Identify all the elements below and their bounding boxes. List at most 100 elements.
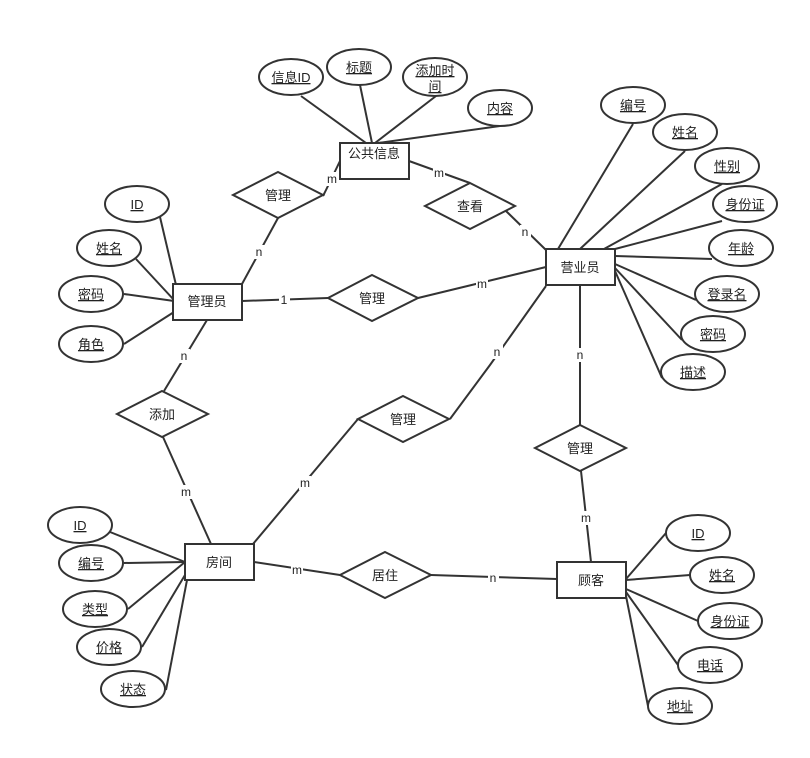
attr-room-type-label: 类型 bbox=[82, 602, 108, 617]
line-info-manage bbox=[322, 160, 341, 197]
line-info-attr-id bbox=[300, 95, 367, 144]
entity-public-info-label-line1: 公共信息 bbox=[348, 146, 400, 161]
line-room-attr-price bbox=[141, 574, 186, 648]
line-clerk-attr-no bbox=[557, 123, 634, 250]
attr-admin-name-label: 姓名 bbox=[96, 241, 122, 256]
card-live-cust: n bbox=[490, 571, 497, 585]
line-admin-attr-name bbox=[135, 258, 175, 301]
attr-admin-pwd[interactable]: 密码 bbox=[58, 275, 124, 313]
card-custmgr-cust: m bbox=[581, 511, 591, 525]
attr-clerk-pwd[interactable]: 密码 bbox=[680, 315, 746, 353]
cardinality-labels: m n m n 1 m n m n m n m m n bbox=[179, 166, 592, 585]
attr-cust-phone-label: 电话 bbox=[697, 658, 723, 673]
rel-customer-live-room-label: 居住 bbox=[372, 568, 398, 583]
attr-room-no-label: 编号 bbox=[78, 556, 104, 571]
attr-admin-role-label: 角色 bbox=[78, 337, 104, 352]
line-clerk-attr-gender bbox=[603, 183, 723, 250]
attr-cust-id[interactable]: ID bbox=[665, 514, 731, 552]
attr-clerk-gender[interactable]: 性别 bbox=[694, 147, 760, 185]
attr-clerk-gender-label: 性别 bbox=[714, 159, 740, 174]
attr-info-id-label: 信息ID bbox=[271, 70, 310, 85]
line-cust-attr-phone bbox=[625, 591, 679, 666]
attr-info-content[interactable]: 内容 bbox=[467, 89, 533, 127]
attr-room-no[interactable]: 编号 bbox=[58, 544, 124, 582]
attr-cust-address-label: 地址 bbox=[667, 699, 693, 714]
line-admin-attr-pwd bbox=[123, 293, 175, 302]
attr-room-price[interactable]: 价格 bbox=[76, 628, 142, 666]
attr-info-time[interactable]: 添加时 间 bbox=[402, 57, 468, 97]
line-clerk-roommgr bbox=[449, 285, 547, 420]
attr-cust-name-label: 姓名 bbox=[709, 568, 735, 583]
card-info-view: m bbox=[434, 166, 444, 180]
line-info-attr-title bbox=[359, 84, 373, 144]
line-clerk-attr-idcard bbox=[614, 220, 723, 250]
rel-clerk-manage-customer[interactable]: 管理 bbox=[532, 423, 629, 473]
attr-cust-idcard[interactable]: 身份证 bbox=[697, 602, 763, 640]
attr-info-title[interactable]: 标题 bbox=[326, 48, 392, 86]
attr-room-status[interactable]: 状态 bbox=[100, 670, 166, 708]
attr-clerk-idcard[interactable]: 身份证 bbox=[712, 185, 778, 223]
rel-clerk-view-info-label: 查看 bbox=[457, 199, 483, 214]
entity-admin-label: 管理员 bbox=[187, 294, 226, 309]
attr-clerk-idcard-label: 身份证 bbox=[725, 197, 764, 212]
attr-clerk-name-label: 姓名 bbox=[672, 125, 698, 140]
line-room-attr-id bbox=[109, 531, 186, 563]
rel-clerk-manage-room[interactable]: 管理 bbox=[355, 394, 452, 444]
entity-admin[interactable]: 管理员 bbox=[172, 283, 243, 321]
card-clerk-custmgr: n bbox=[577, 348, 584, 362]
rel-admin-add-room[interactable]: 添加 bbox=[114, 389, 211, 439]
attr-clerk-login[interactable]: 登录名 bbox=[694, 275, 760, 313]
line-info-attr-time bbox=[374, 95, 437, 144]
attr-room-status-label: 状态 bbox=[120, 682, 146, 697]
attr-cust-id-label: ID bbox=[692, 526, 705, 541]
card-roommgr-room: m bbox=[300, 476, 310, 490]
line-clerk-attr-desc bbox=[614, 270, 663, 379]
entity-customer-label: 顾客 bbox=[578, 573, 604, 588]
line-admin-attr-role bbox=[123, 311, 175, 345]
card-add-room: m bbox=[181, 485, 191, 499]
rel-clerk-view-info[interactable]: 查看 bbox=[422, 181, 518, 231]
attr-room-id[interactable]: ID bbox=[47, 506, 113, 544]
rel-admin-manage-info[interactable]: 管理 bbox=[230, 170, 326, 220]
attr-clerk-desc-label: 描述 bbox=[680, 365, 706, 380]
card-room-live: m bbox=[292, 563, 302, 577]
attr-clerk-name[interactable]: 姓名 bbox=[652, 113, 718, 151]
line-cust-attr-idcard bbox=[625, 588, 699, 622]
attr-admin-id-label: ID bbox=[131, 197, 144, 212]
card-clerk-roommgr: n bbox=[494, 345, 501, 359]
attr-room-type[interactable]: 类型 bbox=[62, 590, 128, 628]
attr-clerk-no[interactable]: 编号 bbox=[600, 86, 666, 124]
attr-cust-phone[interactable]: 电话 bbox=[677, 646, 743, 684]
entity-clerk-label: 营业员 bbox=[560, 260, 599, 275]
rel-clerk-manage-room-label: 管理 bbox=[390, 412, 416, 427]
entity-clerk[interactable]: 营业员 bbox=[545, 248, 616, 286]
entity-public-info[interactable]: 公共信息 bbox=[339, 142, 410, 180]
attr-clerk-desc[interactable]: 描述 bbox=[660, 353, 726, 391]
connector-lines bbox=[109, 84, 723, 707]
line-room-attr-type bbox=[127, 561, 186, 610]
attr-room-id-label: ID bbox=[74, 518, 87, 533]
attr-info-title-label: 标题 bbox=[346, 60, 372, 75]
attr-cust-name[interactable]: 姓名 bbox=[689, 556, 755, 594]
line-cust-attr-address bbox=[625, 595, 649, 707]
attr-cust-address[interactable]: 地址 bbox=[647, 687, 713, 725]
rel-admin-manage-clerk[interactable]: 管理 bbox=[325, 273, 421, 323]
card-info-admin: m bbox=[327, 172, 337, 186]
rel-customer-live-room[interactable]: 居住 bbox=[337, 550, 434, 600]
entity-room-label: 房间 bbox=[206, 555, 232, 570]
attr-admin-name[interactable]: 姓名 bbox=[76, 229, 142, 267]
line-admin-attr-id bbox=[159, 216, 177, 286]
line-cust-attr-id bbox=[625, 532, 667, 580]
attr-admin-id[interactable]: ID bbox=[104, 185, 170, 223]
attr-clerk-pwd-label: 密码 bbox=[700, 327, 726, 342]
line-room-attr-status bbox=[165, 579, 188, 691]
attr-clerk-age-label: 年龄 bbox=[728, 241, 754, 256]
line-clerk-attr-pwd bbox=[614, 267, 683, 341]
entity-room[interactable]: 房间 bbox=[184, 543, 255, 581]
line-clerk-attr-age bbox=[614, 255, 713, 260]
entity-customer[interactable]: 顾客 bbox=[556, 561, 627, 599]
attr-admin-role[interactable]: 角色 bbox=[58, 325, 124, 363]
attr-clerk-age[interactable]: 年龄 bbox=[708, 229, 774, 267]
attr-info-id[interactable]: 信息ID bbox=[258, 58, 324, 96]
